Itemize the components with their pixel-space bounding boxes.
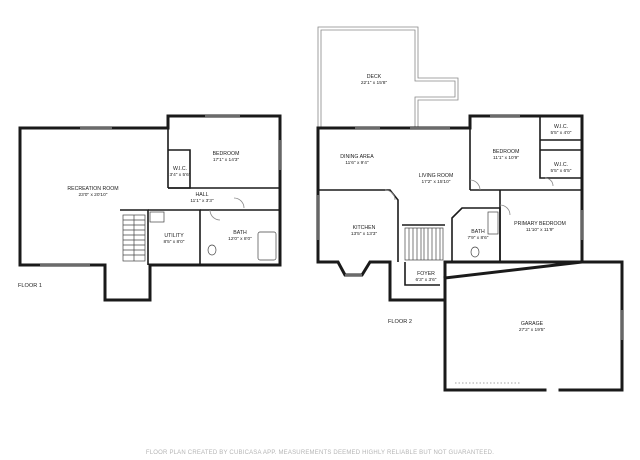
deck-outline: [317, 26, 459, 128]
toilet: [470, 246, 480, 258]
door-swing: [233, 197, 245, 209]
room-dims: 12'0" x 8'0": [228, 236, 252, 242]
room-dims: 22'1" x 15'8": [361, 80, 388, 86]
room-dims: 23'0" x 20'10": [79, 192, 108, 198]
floor-1-stairs: [122, 214, 146, 262]
room-name: KITCHEN: [353, 225, 376, 231]
room-name: BEDROOM: [493, 149, 520, 155]
floor-1-outer-wall: [18, 114, 282, 302]
room-dims: 11'1" x 10'9": [493, 155, 519, 161]
floor-label: FLOOR 2: [388, 319, 412, 325]
room-dims: 11'6" x 9'4": [345, 160, 369, 166]
floor-2-outer-wall: [316, 114, 584, 302]
room-name: BEDROOM: [213, 151, 240, 157]
floor-2-plan: DECK 22'1" x 15'8" DINING AREA 11'6" x 9…: [316, 26, 624, 392]
room-name: FOYER: [417, 271, 435, 277]
room-name: W.I.C.: [173, 166, 187, 172]
utility-fixture: [149, 211, 165, 223]
floor-2-stairs: [404, 227, 444, 261]
door-swing: [384, 189, 396, 201]
room-dims: 6'3" x 3'6": [416, 277, 437, 283]
room-dims: 13'5" x 13'3": [351, 231, 378, 237]
room-name: HALL: [196, 192, 209, 198]
deck-inner-outline: [320, 29, 456, 128]
room-dims: 17'2" x 15'10": [422, 179, 451, 185]
room-name: W.I.C.: [554, 162, 568, 168]
room-dims: 27'2" x 19'5": [519, 327, 546, 333]
door-swing: [469, 179, 481, 191]
room-dims: 7'9" x 8'6": [468, 235, 489, 241]
garage-wall: [443, 260, 624, 392]
toilet: [207, 244, 217, 256]
footer-disclaimer: FLOOR PLAN CREATED BY CUBICASA APP. MEAS…: [146, 450, 494, 456]
room-dims: 11'1" x 3'3": [190, 198, 214, 204]
bath-wall: [451, 207, 501, 262]
room-name: BATH: [471, 229, 485, 235]
room-name: DECK: [367, 74, 382, 80]
foyer-wall: [404, 262, 440, 286]
room-name: DINING AREA: [340, 154, 374, 160]
room-dims: 5'5" x 6'5": [551, 168, 572, 174]
door-swing: [209, 209, 221, 221]
room-name: GARAGE: [521, 321, 544, 327]
shower: [487, 211, 499, 235]
room-name: BATH: [233, 230, 247, 236]
room-dims: 11'10" x 11'9": [526, 227, 555, 233]
room-dims: 3'4" x 5'6": [170, 172, 191, 178]
wic-wall: [539, 116, 582, 179]
door-swing: [544, 177, 554, 187]
room-name: UTILITY: [164, 233, 184, 239]
room-dims: 17'1" x 14'3": [213, 157, 240, 163]
room-name: PRIMARY BEDROOM: [514, 221, 566, 227]
room-name: LIVING ROOM: [419, 173, 454, 179]
floor-label: FLOOR 1: [18, 283, 42, 289]
floor-1-plan: RECREATION ROOM 23'0" x 20'10" BEDROOM 1…: [18, 114, 282, 302]
bathtub: [257, 231, 277, 261]
room-dims: 8'5" x 8'0": [164, 239, 185, 245]
room-name: RECREATION ROOM: [67, 186, 118, 192]
room-name: W.I.C.: [554, 124, 568, 130]
door-swing: [499, 204, 511, 216]
room-dims: 5'5" x 4'0": [551, 130, 572, 136]
